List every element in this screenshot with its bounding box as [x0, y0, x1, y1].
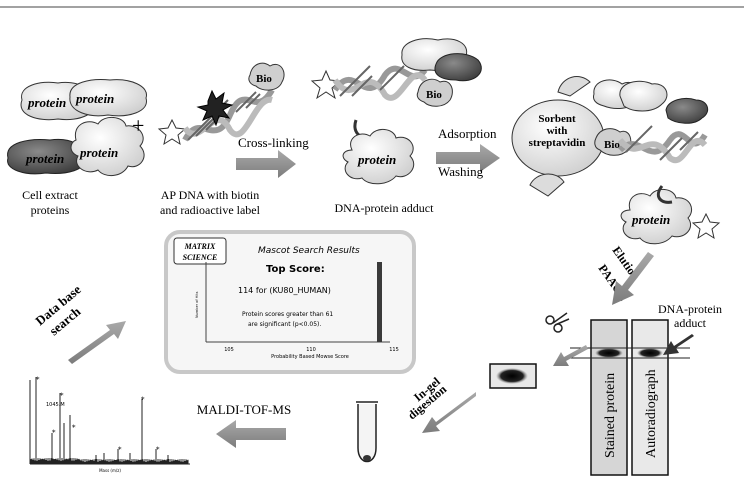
cross-linking-label: Cross-linking — [238, 135, 309, 150]
sorbent-line3: streptavidin — [529, 137, 586, 149]
peak-star: * — [72, 424, 76, 432]
gel-panel: Stained protein Autoradiograph DNA-prote… — [570, 302, 722, 476]
spectrum-peak-label: 1045.M — [46, 402, 65, 408]
peak-star: * — [60, 392, 64, 400]
score-bar — [377, 262, 382, 342]
adsorption-label: Adsorption — [438, 126, 497, 141]
autoradiograph-label: Autoradiograph — [644, 369, 659, 458]
arrow-excision — [553, 345, 588, 366]
arrow-adsorption — [436, 144, 500, 172]
ap-dna: Bio AP DNA with biotin and radioactive l… — [157, 62, 285, 217]
note-line2: are significant (p<0.05). — [248, 321, 321, 328]
matrix-logo: MATRIX — [184, 242, 216, 251]
arrow-maldi — [216, 420, 286, 448]
adduct-label-line2: adduct — [674, 316, 707, 330]
mass-spectrum: 1045.M Mass (m/z) * * * * * * * — [29, 376, 190, 473]
excised-band — [496, 368, 528, 384]
cell-extract-line2: proteins — [31, 203, 70, 217]
science-logo: SCIENCE — [183, 253, 218, 262]
peak-star: * — [36, 376, 40, 384]
sorbent-line2: with — [547, 125, 568, 137]
plus-sign: + — [132, 113, 144, 138]
tick-105: 105 — [224, 347, 234, 353]
arrow-digestion — [422, 392, 476, 433]
tick-110: 110 — [306, 347, 316, 353]
tube-icon — [356, 401, 378, 463]
ap-dna-line2: and radioactive label — [160, 203, 261, 217]
band-stained — [595, 348, 623, 358]
adduct-label-line1: DNA-protein — [658, 302, 722, 316]
sorbent-line1: Sorbent — [538, 113, 576, 125]
mascot-y-axis: Number of Hits — [195, 291, 199, 318]
top-score-label: Top Score: — [266, 264, 325, 275]
stained-protein-label: Stained protein — [603, 373, 618, 458]
mascot-x-axis: Probability Based Mowse Score — [271, 354, 349, 360]
bio-label-3: Bio — [604, 139, 620, 151]
arrow-adduct — [663, 334, 694, 355]
protein-label-3: protein — [25, 151, 64, 166]
mascot-title: Mascot Search Results — [258, 246, 360, 256]
dna-protein-adduct: Bio protein DNA-protein adduct — [310, 38, 482, 215]
peak-star: * — [156, 446, 160, 454]
cell-extract-proteins: protein protein protein protein Cell ext… — [7, 79, 147, 217]
spectrum-x-axis: Mass (m/z) — [99, 468, 121, 473]
peak-star: * — [118, 446, 122, 454]
bio-label-2: Bio — [426, 89, 442, 101]
peak-star: * — [141, 396, 145, 404]
tick-115: 115 — [389, 347, 399, 353]
protein-label-4: protein — [79, 145, 118, 160]
arrow-elution — [612, 252, 654, 305]
autoradiograph-lane — [631, 319, 669, 476]
protein-label-5: protein — [357, 152, 396, 167]
mascot-panel: MATRIX SCIENCE Mascot Search Results Top… — [164, 230, 416, 374]
peak-star: * — [52, 429, 56, 437]
maldi-label: MALDI-TOF-MS — [197, 402, 291, 417]
spectrum-trace — [30, 377, 189, 464]
top-score-value: 114 for (KU80_HUMAN) — [238, 286, 331, 295]
protein-label-2: protein — [75, 91, 114, 106]
ap-dna-line1: AP DNA with biotin — [161, 188, 260, 202]
sorbent-complex: Sorbent with streptavidin Bio protein — [511, 76, 721, 245]
cell-extract-line1: Cell extract — [22, 188, 78, 202]
protein-label-6: protein — [631, 212, 670, 227]
bio-label-1: Bio — [256, 73, 272, 85]
scissors-icon — [545, 312, 570, 333]
note-line1: Protein scores greater than 61 — [242, 311, 333, 318]
arrow-database — [68, 321, 126, 364]
band-autoradiograph — [637, 348, 663, 358]
stained-protein-lane — [590, 319, 628, 476]
protein-label-1: protein — [27, 95, 66, 110]
dna-protein-adduct-label: DNA-protein adduct — [335, 201, 435, 215]
arrow-cross-linking — [236, 150, 296, 178]
washing-label: Washing — [438, 164, 484, 179]
